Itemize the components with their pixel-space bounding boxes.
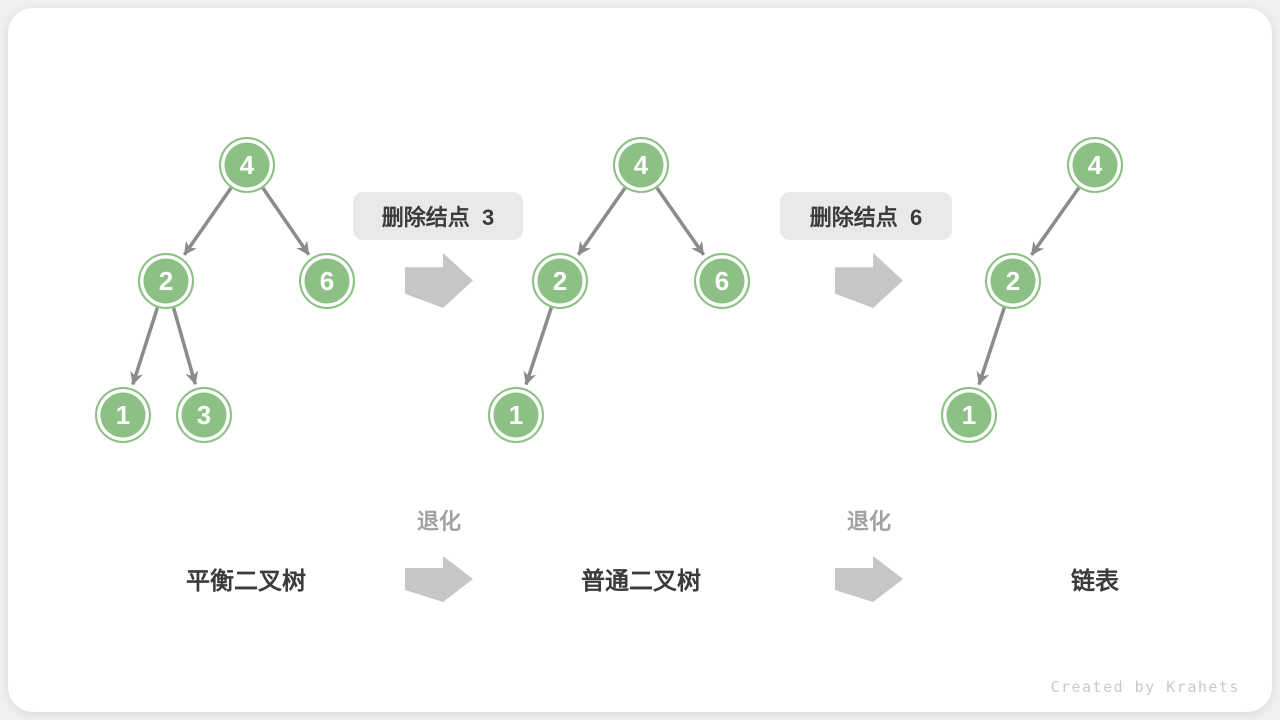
tree-edge [130, 307, 160, 386]
caption-ordinary-binary-tree: 普通二叉树 [581, 568, 701, 595]
tree-edge [655, 186, 706, 256]
caption-linked-list: 链表 [1071, 568, 1119, 595]
credit-text: Created by Krahets [1050, 678, 1240, 696]
tree-node-6: 6 [694, 253, 750, 309]
tree-node-6: 6 [299, 253, 355, 309]
delete-node-3-label: 删除结点 3 [353, 192, 523, 240]
tree-node-2: 2 [532, 253, 588, 309]
diagram-card [8, 8, 1272, 712]
tree-node-1: 1 [488, 387, 544, 443]
tree-node-4: 4 [613, 137, 669, 193]
tree-node-4: 4 [1067, 137, 1123, 193]
tree-edge [976, 307, 1006, 386]
degrade-label: 退化 [846, 509, 892, 534]
degrade-label: 退化 [416, 509, 462, 534]
tree-node-1: 1 [95, 387, 151, 443]
tree-edge [1030, 186, 1081, 256]
tree-node-2: 2 [138, 253, 194, 309]
tree-edge [261, 187, 311, 256]
delete-node-6-label: 删除结点 6 [780, 192, 952, 240]
tree-edge [576, 186, 627, 256]
tree-node-4: 4 [219, 137, 275, 193]
tree-node-3: 3 [176, 387, 232, 443]
tree-node-1: 1 [941, 387, 997, 443]
tree-edge [523, 307, 553, 386]
tree-node-2: 2 [985, 253, 1041, 309]
tree-edge [171, 307, 199, 385]
caption-balanced-binary-tree: 平衡二叉树 [186, 568, 306, 595]
tree-edge [182, 186, 233, 256]
